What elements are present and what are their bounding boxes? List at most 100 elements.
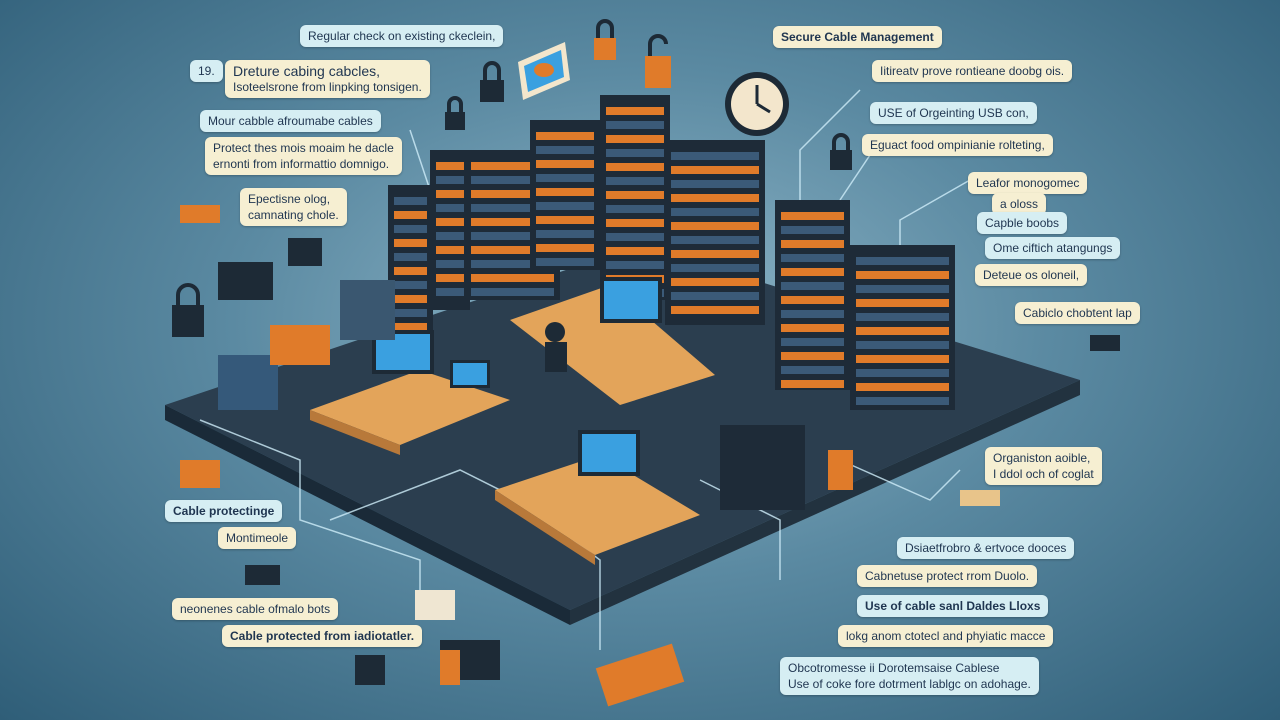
rack-unit [471, 176, 554, 184]
label-eguact: Eguact food ompinianie rolteting, [862, 134, 1053, 156]
rack-unit [856, 341, 949, 349]
rack-unit [471, 232, 554, 240]
rack-unit [394, 211, 427, 219]
rack-unit [781, 310, 844, 318]
rack-unit [536, 244, 594, 252]
rack-unit [671, 236, 759, 244]
rack-unit [606, 177, 664, 185]
rack-unit [606, 107, 664, 115]
label-leafor-2: a oloss [992, 193, 1047, 215]
label-protect-1: Protect thes mois moaim he dacle [213, 141, 394, 155]
label-secure: Secure Cable Management [773, 26, 942, 48]
rack-unit [471, 274, 554, 282]
label-obcotromesse-2: Use of coke fore dotrment lablgc on adoh… [788, 677, 1031, 691]
rack-unit [436, 190, 464, 198]
rack-unit [856, 271, 949, 279]
label-capble: Capble boobs [977, 212, 1068, 234]
rack-unit [781, 366, 844, 374]
rack-unit [606, 233, 664, 241]
usb-connectors [180, 205, 1120, 707]
rack-unit [471, 246, 554, 254]
rack-unit [436, 176, 464, 184]
padlock-icons [172, 19, 852, 337]
file-boxes [218, 280, 853, 510]
rack-unit [781, 324, 844, 332]
label-dreture: Dreture cabing cabcles,Isoteelsrone from… [225, 60, 430, 98]
rack-unit [856, 355, 949, 363]
rack-unit [856, 285, 949, 293]
rack-unit [394, 267, 427, 275]
label-epect: Epectisne olog, camnating chole. [240, 188, 347, 226]
rack-unit [781, 226, 844, 234]
rack-unit [471, 218, 554, 226]
label-dsiaetfrobro: Dsiaetfrobro & ertvoce dooces [897, 537, 1075, 559]
server-racks [388, 95, 955, 410]
rack-unit [856, 369, 949, 377]
label-cabnetuse: Cabnetuse protect rrom Duolo. [857, 565, 1038, 587]
rack-unit [606, 205, 664, 213]
rack-unit [856, 383, 949, 391]
rack-unit [436, 288, 464, 296]
rack-unit [536, 258, 594, 266]
monitor-sign [518, 42, 570, 100]
rack-unit [856, 397, 949, 405]
label-dreture-sub: Isoteelsrone from linpking tonsigen. [233, 80, 422, 94]
rack-unit [671, 278, 759, 286]
clock-icon [725, 72, 789, 136]
rack-unit [671, 166, 759, 174]
rack-unit [471, 204, 554, 212]
rack-unit [394, 281, 427, 289]
rack-unit [671, 222, 759, 230]
rack-unit [436, 218, 464, 226]
label-epect-2: camnating chole. [248, 208, 339, 222]
label-lokg: lokg anom ctotecl and phyiatic macce [838, 625, 1054, 647]
rack-unit [436, 232, 464, 240]
rack-unit [436, 204, 464, 212]
label-epect-1: Epectisne olog, [248, 192, 331, 206]
label-regular-check: Regular check on existing ckeclein, [300, 25, 504, 47]
rack-unit [671, 250, 759, 258]
label-protect: Protect thes mois moaim he dacle ernonti … [205, 137, 402, 175]
rack-unit [781, 268, 844, 276]
rack-unit [606, 191, 664, 199]
rack-unit [606, 135, 664, 143]
rack-unit [471, 190, 554, 198]
rack-unit [536, 174, 594, 182]
label-dreture-title: Dreture cabing cabcles, [233, 63, 381, 79]
rack-unit [436, 246, 464, 254]
rack-unit [536, 202, 594, 210]
rack-unit [536, 216, 594, 224]
label-organiston: Organiston aoible,I ddol och of coglat [985, 447, 1102, 485]
rack-unit [781, 338, 844, 346]
label-organiston-2: I ddol och of coglat [993, 467, 1094, 481]
rack-unit [536, 132, 594, 140]
rack-unit [471, 260, 554, 268]
rack-unit [781, 254, 844, 262]
label-use-usb: USE of Orgeinting USB con, [870, 102, 1037, 124]
desk-2 [510, 277, 715, 405]
label-protect-2: ernonti from informattio domnigo. [213, 157, 390, 171]
rack-unit [536, 230, 594, 238]
rack-unit [671, 208, 759, 216]
label-ome: Ome ciftich atangungs [985, 237, 1121, 259]
label-neonenes: neonenes cable ofmalo bots [172, 598, 339, 620]
rack-unit [781, 240, 844, 248]
label-deteue: Deteue os oloneil, [975, 264, 1088, 286]
rack-unit [781, 296, 844, 304]
desk-1 [310, 330, 510, 455]
rack-unit [781, 352, 844, 360]
rack-unit [606, 261, 664, 269]
rack-unit [394, 323, 427, 331]
rack-unit [671, 194, 759, 202]
label-montimeole: Montimeole [218, 527, 297, 549]
rack-unit [671, 264, 759, 272]
floor-platform-edge [165, 405, 570, 625]
rack-unit [394, 309, 427, 317]
floor-platform-edge-right [570, 380, 1080, 625]
rack-unit [606, 121, 664, 129]
server-rack [430, 150, 470, 310]
rack-unit [606, 163, 664, 171]
rack-unit [536, 188, 594, 196]
rack-unit [394, 295, 427, 303]
